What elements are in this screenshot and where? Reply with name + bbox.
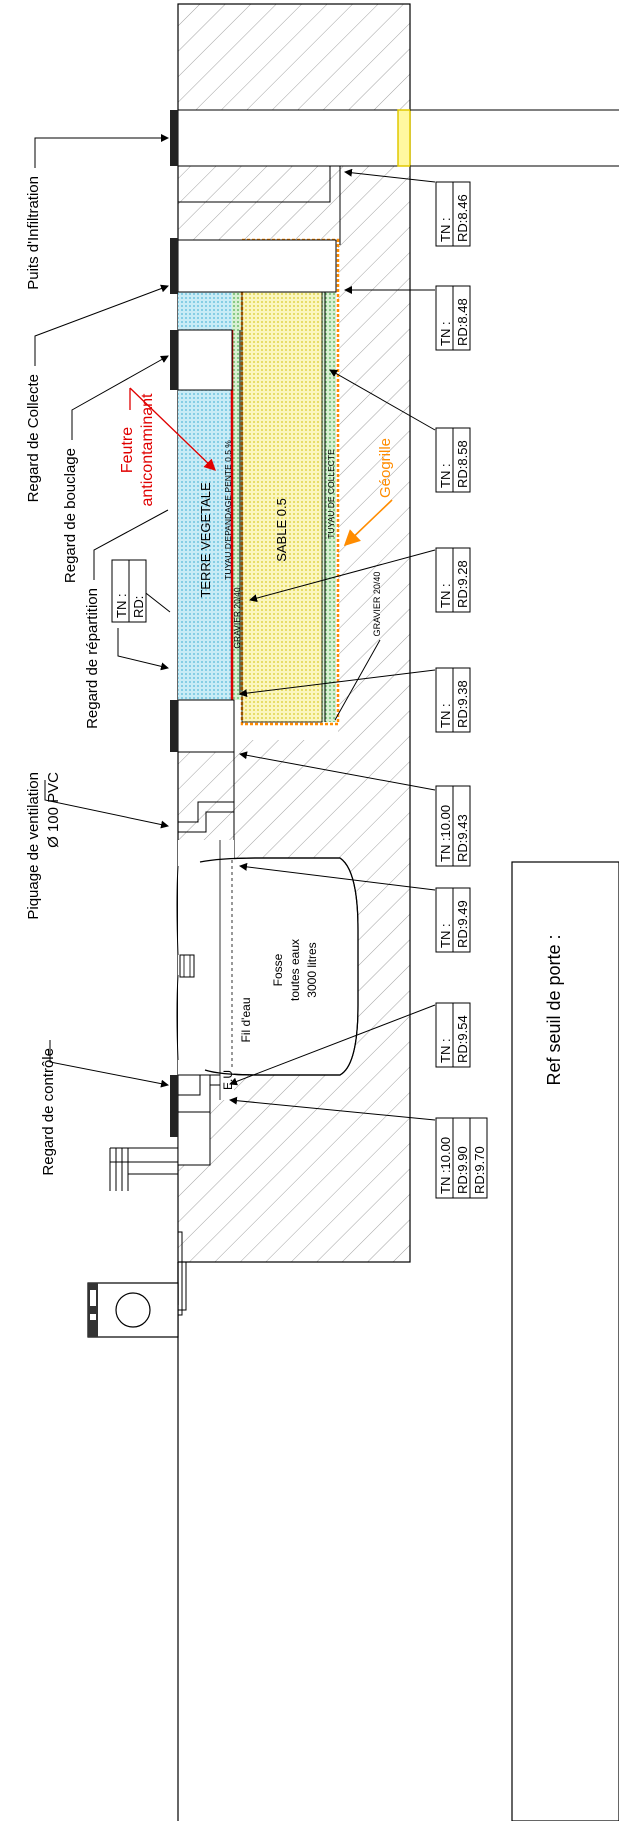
label-regard-bouclage: Regard de bouclage [62, 448, 79, 583]
level-box-943: TN :10.00 RD:9.43 [435, 785, 471, 867]
svg-text:TN :: TN : [114, 593, 129, 618]
label-fosse-1: Fosse [271, 953, 285, 986]
svg-text:TN :10.00: TN :10.00 [438, 1137, 453, 1194]
regard-bouclage [170, 329, 233, 391]
level-box-846: TN : RD:8.46 [435, 181, 471, 247]
svg-text:RD:9.43: RD:9.43 [455, 814, 470, 862]
level-box-938: TN : RD:9.38 [435, 667, 471, 733]
feutre-arrow [129, 387, 216, 471]
svg-text:TN :: TN : [438, 1038, 453, 1063]
fosse-toutes-eaux [176, 840, 359, 1100]
label-regard-repartition: Regard de répartition [84, 588, 101, 729]
gravier-top-layer [232, 292, 242, 700]
svg-text:RD:9.38: RD:9.38 [455, 680, 470, 728]
puits-infiltration [170, 109, 619, 245]
level-box-990: TN :10.00 RD:9.90 RD:9.70 [435, 1117, 488, 1199]
label-regard-collecte: Regard de Collecte [25, 374, 42, 502]
level-box-848: TN : RD:8.48 [435, 285, 471, 351]
svg-text:TN :10.00: TN :10.00 [438, 805, 453, 862]
svg-text:RD:8.58: RD:8.58 [455, 440, 470, 488]
svg-text:RD:9.70: RD:9.70 [472, 1146, 487, 1194]
level-box-928: TN : RD:9.28 [435, 547, 471, 613]
svg-text:RD:8.48: RD:8.48 [455, 298, 470, 346]
svg-text:TN :: TN : [438, 923, 453, 948]
regard-collecte [170, 238, 337, 294]
label-piquage-1: Piquage de ventilation [25, 772, 42, 920]
filter-bed [178, 238, 340, 740]
geogrille-arrow [343, 499, 393, 547]
level-box-954: TN : RD:9.54 [435, 1002, 471, 1068]
svg-text:RD:9.49: RD:9.49 [455, 900, 470, 948]
label-regard-controle: Regard de contrôle [40, 1048, 57, 1176]
label-feutre-1: Feutre [119, 427, 136, 473]
label-eu: E.U [221, 1070, 235, 1090]
label-tuyau-collecte: TUYAU DE COLLECTE [326, 449, 336, 539]
label-sable: SABLE 0.5 [274, 498, 289, 562]
label-fosse-2: toutes eaux [288, 939, 302, 1001]
svg-text:TN :: TN : [438, 703, 453, 728]
svg-text:TN :: TN : [438, 321, 453, 346]
sable-layer [242, 292, 322, 722]
label-fosse-3: 3000 litres [305, 942, 319, 997]
label-piquage-2: Ø 100 PVC [45, 772, 62, 848]
leader-lines [34, 134, 436, 1121]
level-box-858: TN : RD:8.58 [435, 427, 471, 493]
label-feutre-2: anticontaminant [139, 393, 156, 507]
svg-text:TN :: TN : [438, 217, 453, 242]
svg-text:RD:9.90: RD:9.90 [455, 1146, 470, 1194]
label-geogrille: Géogrille [377, 438, 394, 498]
label-ref-seuil: Ref seuil de porte : [544, 934, 564, 1085]
regard-repartition [170, 699, 235, 753]
inlet-pipes [109, 1147, 187, 1821]
svg-text:RD:8.46: RD:8.46 [455, 194, 470, 242]
level-box-tnrd: TN : RD: [111, 559, 147, 623]
label-terre-vegetale: TERRE VEGETALE [198, 482, 213, 598]
cover-grate-puits [170, 110, 178, 166]
label-tuyau-epandage: TUYAU D'EPANDAGE PENTE 0.5 % [223, 440, 233, 580]
ref-seuil-box: Ref seuil de porte : [511, 861, 619, 1821]
svg-text:RD:9.54: RD:9.54 [455, 1015, 470, 1063]
label-fil-eau: Fil d'eau [239, 998, 253, 1043]
svg-text:RD:9.28: RD:9.28 [455, 560, 470, 608]
label-gravier-top: GRAVIER 20/40 [232, 587, 242, 649]
washing-machine-icon [87, 1282, 179, 1338]
label-gravier-bottom: GRAVIER 20/40 [372, 572, 382, 637]
svg-text:RD:: RD: [131, 596, 146, 618]
regard-controle [170, 1074, 220, 1166]
svg-text:TN :: TN : [438, 583, 453, 608]
svg-text:TN :: TN : [438, 463, 453, 488]
level-box-949: TN : RD:9.49 [435, 887, 471, 953]
label-puits: Puits d'Infiltration [25, 176, 42, 290]
